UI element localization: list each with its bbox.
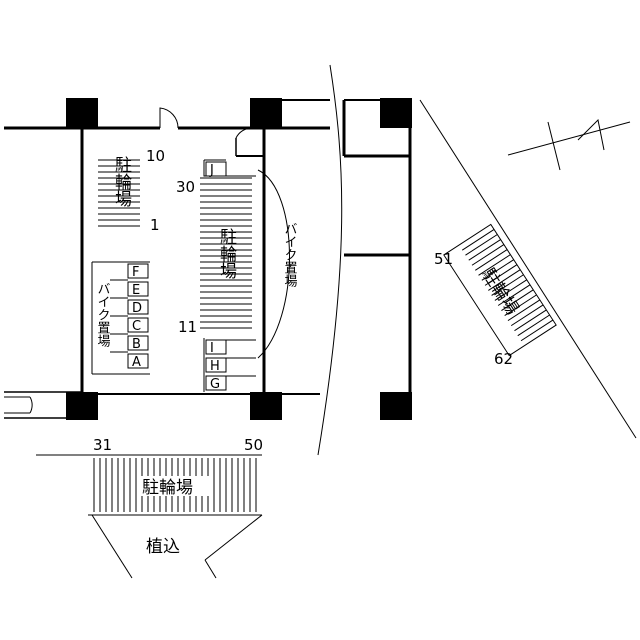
planting-label: 植込: [146, 537, 180, 557]
bike-bay-b: B: [132, 337, 141, 352]
south-lot-number-right: 50: [244, 436, 263, 454]
bike-bays-left: [91, 261, 150, 375]
site-boundaries: [36, 64, 637, 579]
bike-bay-i: I: [210, 341, 214, 356]
east-lot-stripes: [443, 223, 557, 357]
room1-number-bottom: 1: [150, 216, 160, 234]
room2-parking-label: 駐輪場: [216, 228, 237, 280]
bike-bay-c: C: [132, 319, 141, 334]
bike-bay-g: G: [210, 377, 220, 392]
room1-parking-stripes: [98, 159, 140, 227]
bike-bay-f: F: [132, 265, 139, 280]
building-walls: [4, 99, 412, 419]
bike-bay-d: D: [132, 301, 142, 316]
bike-bay-e: E: [132, 283, 140, 298]
bike-bay-j: J: [209, 163, 214, 178]
structural-columns: [66, 98, 412, 420]
bike-area-left-label: バイク置場: [95, 282, 111, 347]
bike-bays-right: [203, 159, 256, 392]
door-swings: [4, 107, 253, 414]
room2-number-top: 30: [176, 178, 195, 196]
room1-number-top: 10: [146, 147, 165, 165]
east-lot-number-top: 51: [434, 250, 453, 268]
north-arrow-icon: [507, 118, 631, 171]
bike-bay-a: A: [132, 355, 141, 370]
east-lot-number-bottom: 62: [494, 350, 513, 368]
bike-area-right-label: バイク置場: [282, 222, 298, 287]
south-lot-parking-label: 駐輪場: [142, 478, 193, 498]
room2-number-bottom: 11: [178, 318, 197, 336]
room1-parking-label: 駐輪場: [111, 156, 132, 208]
bike-bay-h: H: [210, 359, 220, 374]
room2-parking-stripes: [200, 177, 252, 329]
bike-area-boundary: [257, 169, 290, 359]
south-lot-number-left: 31: [93, 436, 112, 454]
